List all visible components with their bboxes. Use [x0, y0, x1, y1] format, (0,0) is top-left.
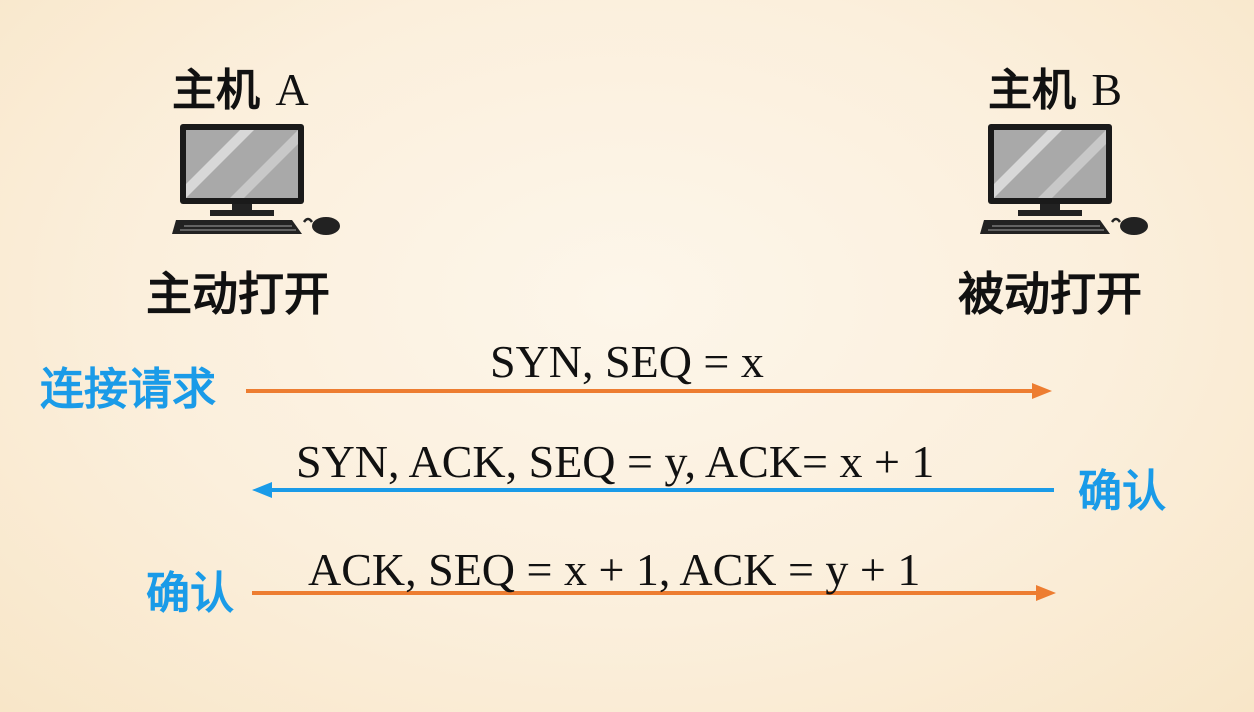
host-a-title-cn: 主机	[172, 65, 260, 116]
arrow-2-head	[252, 482, 272, 498]
host-a-computer-icon	[170, 122, 350, 244]
host-b-title-cn: 主机	[988, 65, 1076, 116]
message-2-text: SYN, ACK, SEQ = y, ACK= x + 1	[296, 436, 935, 487]
host-a-title: 主机 A	[172, 62, 309, 119]
message-3-text: ACK, SEQ = x + 1, ACK = y + 1	[308, 544, 921, 595]
host-b-computer-icon	[978, 122, 1158, 244]
arrow-3-head	[1036, 585, 1056, 601]
message-1-text: SYN, SEQ = x	[490, 336, 764, 387]
side-label-request: 连接请求	[40, 364, 216, 415]
host-b-title: 主机 B	[988, 62, 1122, 119]
side-label-confirm-a: 确认	[146, 568, 234, 619]
host-b-mode-label: 被动打开	[958, 267, 1142, 321]
host-a-title-letter: A	[275, 64, 309, 115]
host-b-title-letter: B	[1091, 64, 1123, 115]
side-label-confirm-b: 确认	[1078, 466, 1166, 517]
host-a-mode-label: 主动打开	[146, 267, 330, 321]
arrow-1-head	[1032, 383, 1052, 399]
